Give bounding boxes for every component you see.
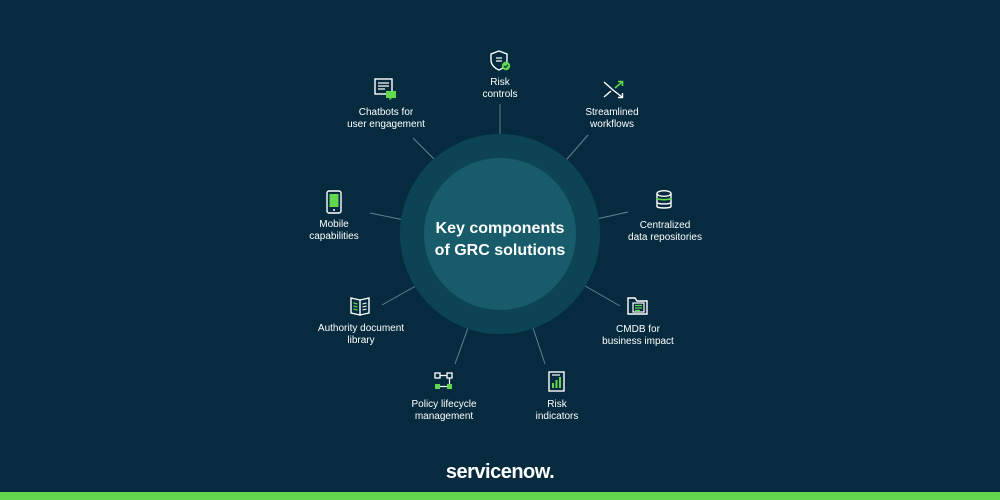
label-policy-lifecycle-management: Policy lifecycle management: [369, 399, 519, 423]
open-book-icon: [350, 297, 370, 316]
label-authority-document-library: Authority document library: [286, 323, 436, 347]
label-line-2: data repositories: [628, 232, 702, 243]
connector-authority-document-library: [381, 282, 422, 306]
connector-policy-lifecycle-management: [454, 324, 470, 365]
inner-circle: [424, 158, 576, 310]
label-line-2: user engagement: [347, 119, 425, 130]
label-line-1: Mobile: [319, 219, 349, 230]
folder-list-icon: [627, 297, 648, 315]
label-streamlined-workflows: Streamlined workflows: [537, 107, 687, 131]
label-cmdb-business-impact: CMDB for business impact: [563, 324, 713, 348]
workflow-arrows-icon: [603, 80, 624, 99]
label-line-2: business impact: [602, 336, 674, 347]
label-line-1: Risk: [547, 399, 567, 410]
center-title-line-2: of GRC solutions: [434, 242, 566, 259]
label-line-2: indicators: [535, 411, 579, 422]
chat-document-icon: [374, 78, 396, 101]
database-icon: [656, 190, 672, 209]
label-line-1: Streamlined: [585, 107, 639, 118]
label-line-1: Authority document: [317, 323, 405, 334]
bottom-accent-bar: [0, 492, 1000, 500]
label-line-1: Chatbots for: [358, 107, 414, 118]
label-risk-indicators: Risk indicators: [482, 399, 632, 423]
label-mobile-capabilities: Mobile capabilities: [259, 219, 409, 243]
label-line-2: management: [414, 411, 474, 422]
center-title: Key components of GRC solutions: [425, 218, 575, 262]
label-line-1: Policy lifecycle: [411, 399, 477, 410]
label-line-1: Centralized: [639, 220, 691, 231]
label-line-1: Risk: [490, 77, 510, 88]
label-centralized-data-repositories: Centralized data repositories: [590, 220, 740, 244]
label-line-2: workflows: [590, 119, 634, 130]
shield-check-icon: [490, 50, 511, 71]
connector-cmdb-business-impact: [579, 282, 621, 307]
chart-document-icon: [548, 371, 565, 392]
flow-nodes-icon: [434, 372, 453, 389]
label-line-2: library: [347, 335, 375, 346]
connector-risk-indicators: [531, 324, 546, 365]
label-chatbots-user-engagement: Chatbots for user engagement: [311, 107, 461, 131]
label-line-2: controls: [482, 89, 518, 100]
center-title-line-1: Key components: [435, 220, 565, 237]
servicenow-logo: servicenow.: [445, 461, 555, 483]
label-line-2: capabilities: [309, 231, 359, 242]
label-line-1: CMDB for: [616, 324, 660, 335]
label-risk-controls: Risk controls: [425, 77, 575, 101]
mobile-device-icon: [326, 190, 342, 214]
